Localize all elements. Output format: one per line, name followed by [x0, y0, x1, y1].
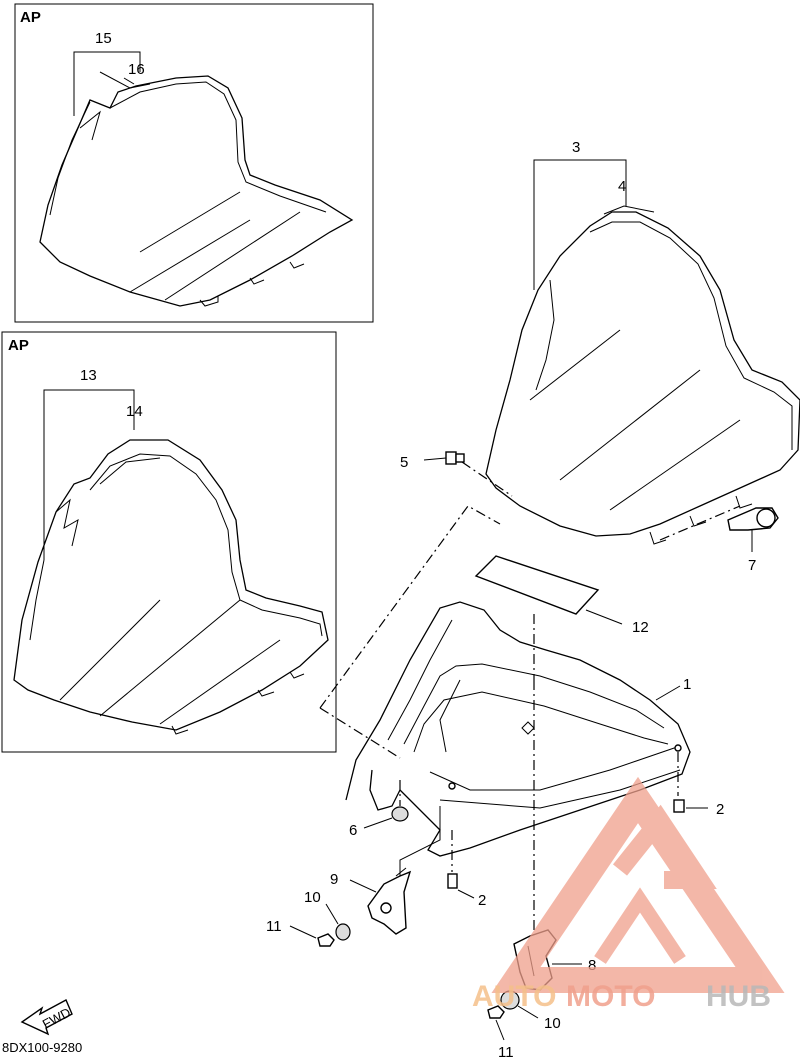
- callout-11a: 11: [266, 918, 282, 935]
- windshield: 3 4: [461, 139, 800, 545]
- callout-3: 3: [572, 139, 580, 156]
- callout-6: 6: [349, 822, 357, 839]
- callout-10b: 10: [544, 1015, 561, 1032]
- watermark-logo-icon: [491, 776, 785, 993]
- callout-8: 8: [588, 957, 596, 974]
- ap-label-top: AP: [20, 9, 41, 26]
- callout-7: 7: [748, 557, 756, 574]
- bolt-2-center: 2: [447, 830, 486, 909]
- callout-16: 16: [128, 61, 145, 78]
- fwd-arrow-icon: FWD: [20, 999, 73, 1036]
- watermark-hub: HUB: [706, 980, 771, 1013]
- callout-1: 1: [683, 676, 691, 693]
- callout-10a: 10: [304, 889, 321, 906]
- bolt-5: 5: [400, 451, 465, 471]
- washer-10-left: 10: [304, 889, 351, 941]
- callout-2b: 2: [478, 892, 486, 909]
- drawing-code: 8DX100-9280: [2, 1040, 82, 1055]
- ap-box-middle: AP 13 14: [1, 331, 337, 753]
- watermark-text: AUTO MOTO HUB: [472, 980, 771, 1013]
- watermark-auto: AUTO: [472, 980, 556, 1013]
- nut-11-right: 11: [487, 1005, 514, 1059]
- callout-15: 15: [95, 30, 112, 47]
- cowling-1: 1: [319, 505, 691, 857]
- nut-11-left: 11: [266, 918, 335, 947]
- callout-14: 14: [126, 403, 143, 420]
- ap-box-top: AP 15 16: [14, 3, 374, 323]
- fwd-label: FWD: [40, 1005, 73, 1032]
- callout-2a: 2: [716, 801, 724, 818]
- callout-5: 5: [400, 454, 408, 471]
- ap-label-mid: AP: [8, 337, 29, 354]
- callout-9: 9: [330, 871, 338, 888]
- bracket-9: 9: [330, 806, 441, 935]
- watermark-moto: MOTO: [566, 980, 655, 1013]
- callout-12: 12: [632, 619, 649, 636]
- callout-11b: 11: [498, 1044, 514, 1059]
- nut-7: 7: [727, 507, 779, 574]
- sticker-12: 12: [474, 555, 649, 680]
- bolt-2-right: 2: [673, 799, 724, 818]
- callout-4: 4: [618, 178, 626, 195]
- callout-13: 13: [80, 367, 97, 384]
- grommet-6: 6: [349, 780, 409, 839]
